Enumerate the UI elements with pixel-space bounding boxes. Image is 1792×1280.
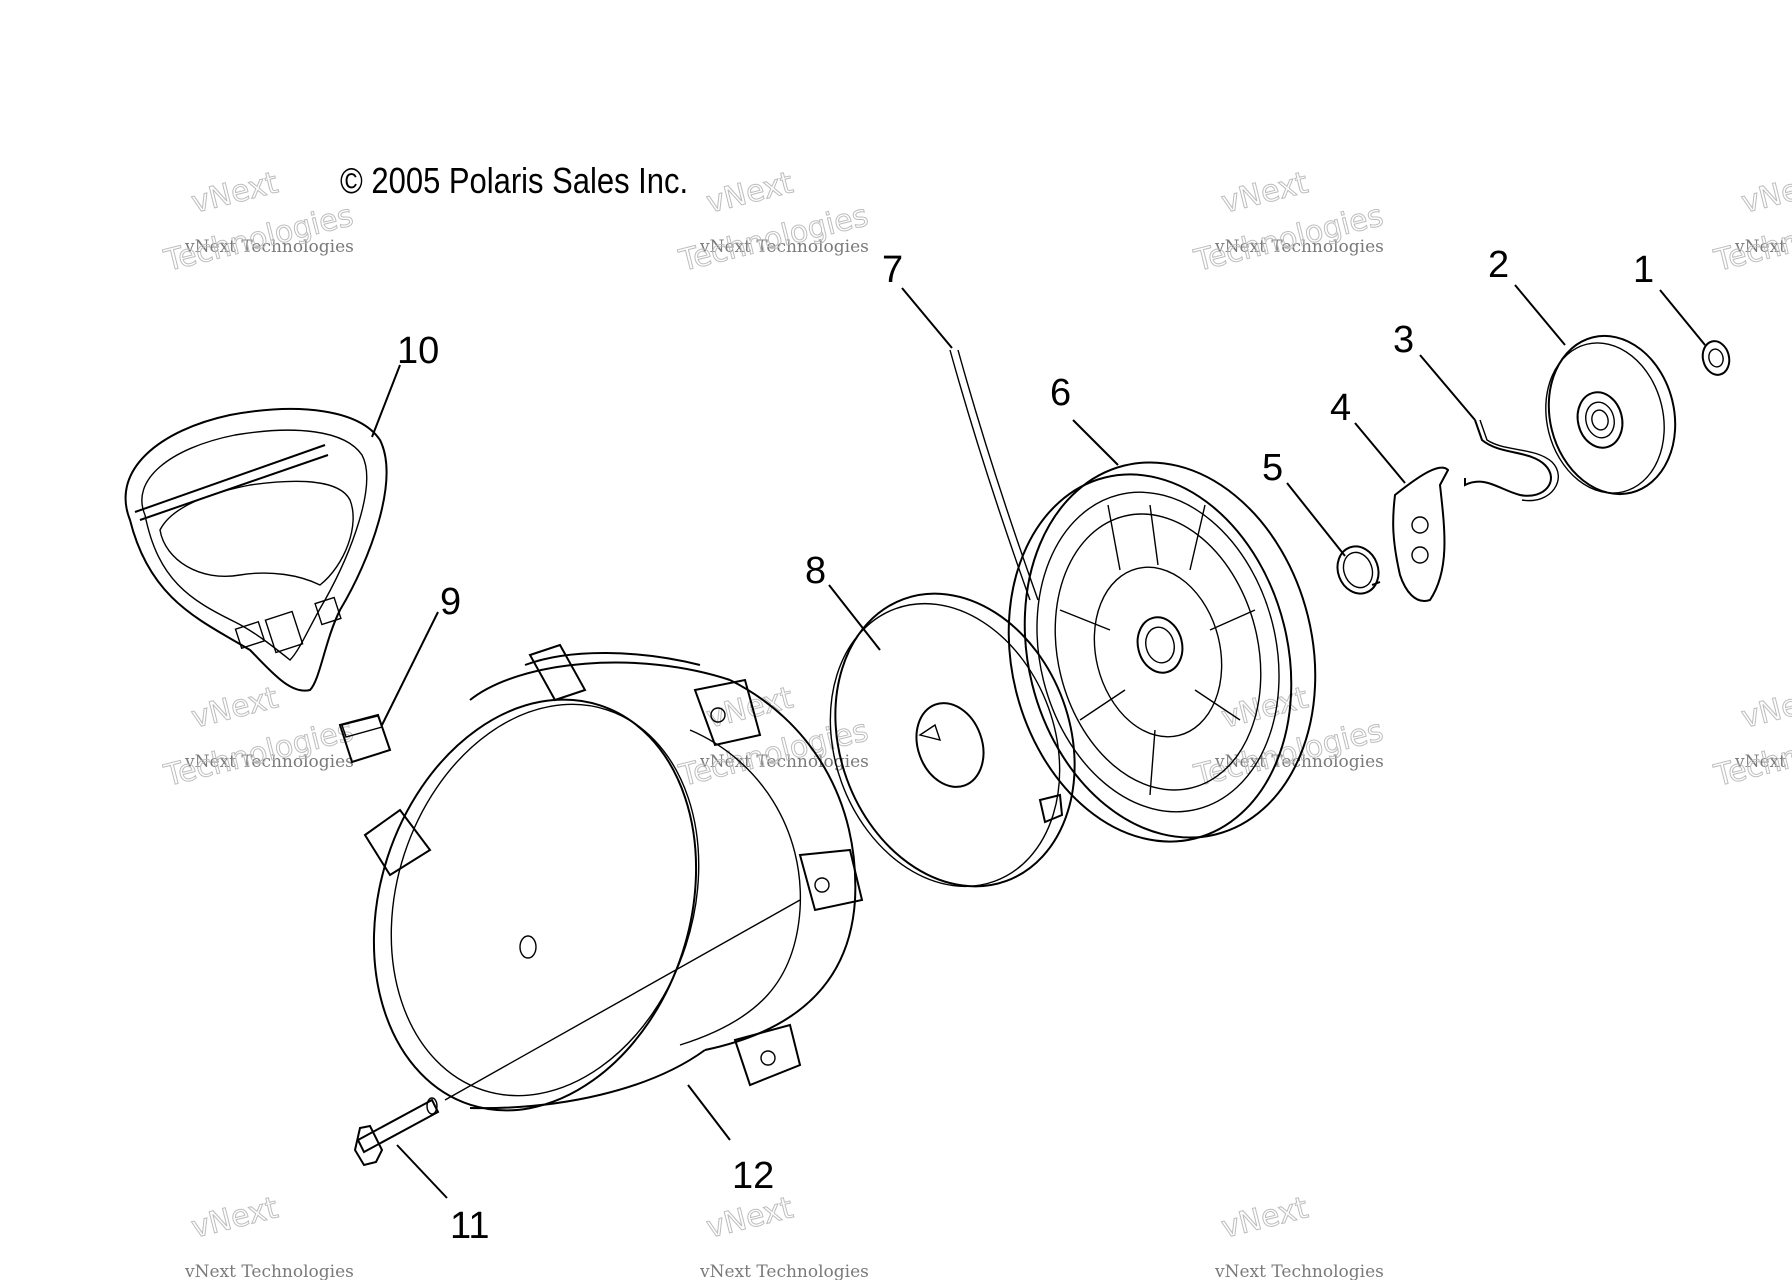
copyright-notice: © 2005 Polaris Sales Inc. — [340, 160, 689, 201]
svg-text:vNext: vNext — [1218, 165, 1312, 220]
part-4-pawl — [1392, 466, 1450, 602]
svg-text:Technologies: Technologies — [1190, 198, 1386, 279]
svg-text:vNext Technologies: vNext Technologies — [184, 752, 354, 772]
svg-text:vNext: vNext — [188, 165, 282, 220]
callout-4: 4 — [1330, 387, 1351, 429]
watermark-1: vNext vNext Technologies Technologies — [160, 165, 357, 280]
svg-text:Technologies: Technologies — [675, 198, 871, 279]
callout-12: 12 — [732, 1155, 774, 1197]
svg-text:vNext Technologies: vNext Technologies — [1734, 237, 1792, 257]
part-1-nut — [1701, 340, 1731, 376]
svg-text:vNext: vNext — [703, 165, 797, 220]
callout-labels: 1 2 3 4 5 6 7 8 9 10 11 12 — [397, 244, 1654, 1247]
part-6-pulley — [1007, 461, 1317, 843]
svg-text:vNext: vNext — [1738, 680, 1792, 735]
svg-text:vNext: vNext — [1738, 165, 1792, 220]
leader-lines — [371, 284, 1706, 1199]
watermark-2: vNext vNext Technologies Technologies — [675, 165, 872, 280]
svg-text:vNext Technologies: vNext Technologies — [1214, 752, 1384, 772]
callout-10: 10 — [397, 330, 439, 372]
watermarks: vNext vNext Technologies Technologies vN… — [160, 165, 1792, 1280]
watermark-4: vNext vNext Technologies Technologies — [160, 680, 357, 795]
svg-text:vNext Technologies: vNext Technologies — [1214, 237, 1384, 257]
svg-text:vNext: vNext — [1218, 1190, 1312, 1245]
callout-7: 7 — [882, 249, 903, 291]
watermark-3: vNext vNext Technologies Technologies — [1190, 165, 1387, 280]
svg-text:Technologies: Technologies — [160, 713, 356, 794]
part-8-plate — [829, 592, 1076, 888]
watermark-7: vNext vNext Technologies — [184, 1190, 354, 1280]
watermark-6: vNext vNext Technologies Technologies — [1190, 680, 1387, 795]
callout-1: 1 — [1633, 249, 1654, 291]
svg-text:vNext: vNext — [188, 1190, 282, 1245]
svg-text:vNext Technologies: vNext Technologies — [1214, 1262, 1384, 1280]
svg-text:vNext: vNext — [188, 680, 282, 735]
part-9-insert — [338, 713, 392, 764]
watermark-11: vNext vNext Technologies Technologies — [1710, 680, 1792, 795]
svg-text:vNext Technologies: vNext Technologies — [699, 237, 869, 257]
svg-text:Technologies: Technologies — [1190, 713, 1386, 794]
svg-text:vNext Technologies: vNext Technologies — [184, 1262, 354, 1280]
callout-2: 2 — [1488, 244, 1509, 286]
callout-3: 3 — [1393, 319, 1414, 361]
watermark-10: vNext vNext Technologies Technologies — [1710, 165, 1792, 280]
svg-text:vNext: vNext — [703, 1190, 797, 1245]
svg-text:Technologies: Technologies — [675, 713, 871, 794]
svg-text:vNext Technologies: vNext Technologies — [699, 752, 869, 772]
callout-8: 8 — [805, 550, 826, 592]
part-3-friction-spring — [1464, 419, 1559, 502]
watermark-9: vNext vNext Technologies — [1214, 1190, 1384, 1280]
svg-text:vNext Technologies: vNext Technologies — [184, 237, 354, 257]
part-10-handle — [124, 407, 388, 692]
svg-text:vNext Technologies: vNext Technologies — [699, 1262, 869, 1280]
part-12-housing — [363, 643, 864, 1112]
watermark-8: vNext vNext Technologies — [699, 1190, 869, 1280]
svg-text:vNext: vNext — [1218, 680, 1312, 735]
part-5-spring — [1336, 545, 1381, 595]
svg-text:vNext Technologies: vNext Technologies — [1734, 752, 1792, 772]
svg-text:Technologies: Technologies — [160, 198, 356, 279]
callout-11: 11 — [450, 1205, 489, 1247]
callout-9: 9 — [440, 581, 461, 623]
watermark-5: vNext vNext Technologies Technologies — [675, 680, 872, 795]
callout-6: 6 — [1050, 372, 1071, 414]
part-11-bolt — [353, 1097, 440, 1167]
part-2-ratchet-plate — [1545, 334, 1677, 496]
part-7-rope — [949, 349, 1039, 601]
callout-5: 5 — [1262, 447, 1283, 489]
